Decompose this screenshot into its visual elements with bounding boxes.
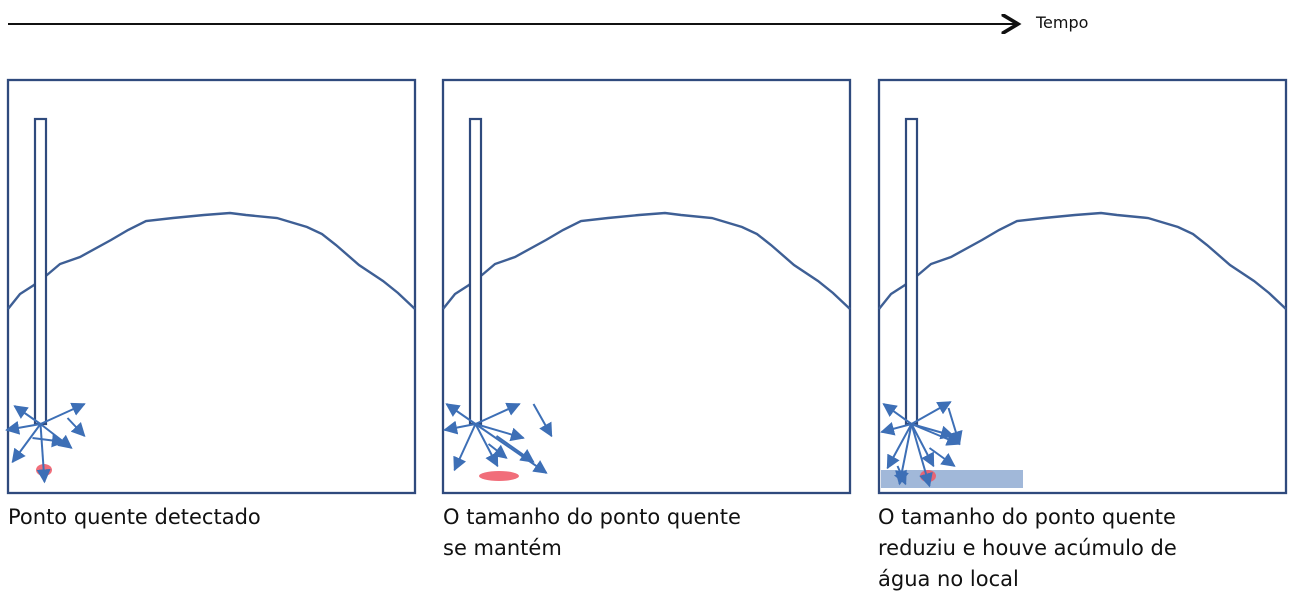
probe-tube (904, 117, 919, 426)
ray-arrow-9 (911, 423, 955, 440)
reflection-arrow-1 (487, 443, 508, 459)
reflection-arrow-2 (947, 407, 963, 446)
panel-2-caption-line-2: se mantém (443, 536, 562, 560)
panel-2-caption: O tamanho do ponto quente se mantém (443, 502, 741, 564)
ray-arrow-8 (910, 423, 933, 488)
panel-1 (5, 78, 417, 495)
ray-arrow-2 (911, 401, 952, 425)
ray-arrow-7 (474, 423, 548, 474)
surface-line (7, 211, 416, 310)
panel-3 (877, 78, 1288, 495)
probe-tube (468, 117, 483, 426)
probe-tube (33, 117, 48, 426)
reflection-arrow-2 (66, 417, 86, 438)
surface-line (442, 211, 851, 310)
ray-arrow-5 (886, 423, 913, 470)
ray-arrow-5 (11, 423, 42, 464)
ray-arrow-2 (475, 402, 521, 425)
panel-3-caption-line-2: reduziu e houve acúmulo de (878, 536, 1177, 560)
ray-arrow-6 (36, 423, 51, 484)
reflection-arrow-3 (893, 465, 907, 486)
ray-arrow-1 (13, 405, 42, 425)
panel-frame (877, 78, 1288, 495)
panel-3-caption-line-1: O tamanho do ponto quente (878, 505, 1176, 529)
ray-arrow-3 (5, 420, 41, 435)
reflection-arrow-1 (928, 447, 956, 467)
reflection-arrow-3 (532, 403, 553, 438)
panel-3-caption: O tamanho do ponto quente reduziu e houv… (878, 502, 1177, 595)
ray-arrow-1 (445, 403, 477, 425)
ray-arrow-1 (882, 403, 913, 425)
hot-spot (479, 471, 519, 481)
ray-arrow-4 (474, 423, 499, 468)
reflection-arrow-2 (495, 435, 535, 463)
ray-arrow-4 (910, 423, 935, 468)
panel-1-caption-line-1: Ponto quente detectado (8, 505, 261, 529)
panel-2 (441, 78, 852, 495)
ray-arrow-6 (475, 423, 525, 442)
panel-1-caption: Ponto quente detectado (8, 502, 261, 533)
ray-arrow-5 (453, 423, 477, 472)
ray-arrow-3 (443, 420, 476, 435)
timeline-label: Tempo (1036, 13, 1089, 32)
panel-frame (441, 78, 852, 495)
panel-2-caption-line-1: O tamanho do ponto quente (443, 505, 741, 529)
water-accumulation (881, 470, 1023, 488)
reflection-arrow-1 (32, 433, 66, 448)
panel-3-caption-line-3: água no local (878, 567, 1019, 591)
ray-arrow-3 (880, 421, 912, 436)
surface-line (878, 211, 1287, 310)
panel-frame (6, 78, 417, 495)
ray-arrow-2 (40, 402, 86, 425)
